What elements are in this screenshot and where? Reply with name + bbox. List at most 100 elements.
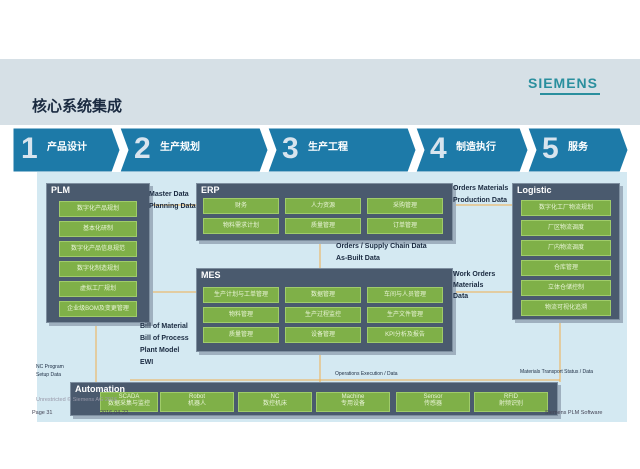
logo-underline — [540, 93, 600, 95]
erp-box: ERP 财务 人力资源 采购管理 物料需求计划 质量管理 订单管理 — [196, 183, 453, 241]
phase-label: 产品设计 — [47, 142, 87, 153]
logistic-item: 厂内物流调度 — [521, 240, 611, 256]
mes-item: 生产计划与工单管理 — [203, 287, 279, 303]
mes-item: 数据管理 — [285, 287, 361, 303]
phase-number: 2 — [134, 132, 151, 165]
automation-item-name: Robot — [188, 394, 205, 400]
erp-item: 物料需求计划 — [203, 218, 279, 234]
flow-data: Data — [453, 293, 469, 300]
plm-item: 数字化产品规划 — [59, 201, 137, 217]
flow-ewi: EWI — [140, 359, 154, 366]
flow-orders-supply: Orders / Supply Chain Data — [336, 243, 427, 250]
flow-master-data: Master Data — [149, 191, 189, 198]
phase-arrow-2: 2 生产规划 — [120, 128, 268, 172]
phase-label: 生产工程 — [308, 142, 348, 153]
erp-title: ERP — [201, 185, 220, 195]
automation-item-name: Machine — [341, 394, 365, 400]
plm-box: PLM 数字化产品规划 基本化研制 数字化产品信息规范 数字化制造规划 虚拟工厂… — [46, 183, 150, 323]
phase-number: 1 — [21, 132, 38, 165]
automation-item-sub: 机器人 — [187, 401, 206, 407]
phase-number: 5 — [542, 132, 559, 165]
flow-bill-of-material: Bill of Material — [140, 323, 188, 330]
phase-arrow-4: 4 制造执行 — [416, 128, 528, 172]
footer-page: Page 31 — [32, 410, 53, 416]
flow-as-built: As-Built Data — [336, 255, 380, 262]
erp-item: 订单管理 — [367, 218, 443, 234]
erp-item: 财务 — [203, 198, 279, 214]
phase-arrow-shape — [268, 128, 416, 172]
erp-item: 采购管理 — [367, 198, 443, 214]
header-band — [0, 59, 640, 125]
flow-mat-transport: Materials Transport Status / Data — [520, 369, 594, 375]
automation-item-name: Sensor — [423, 394, 443, 400]
logistic-item: 仓库管理 — [521, 260, 611, 276]
phase-label: 服务 — [568, 142, 588, 153]
mes-item: 物料管理 — [203, 307, 279, 323]
automation-item-name: RFID — [504, 394, 518, 400]
automation-item-sub: 数据采集与监控 — [107, 401, 150, 407]
flow-ops-exec: Operations Execution / Data — [335, 371, 398, 377]
footer-unrestricted: Unrestricted © Siemens AG 2016 — [36, 397, 118, 403]
logistic-item: 数字化工厂物流规划 — [521, 200, 611, 216]
mes-title: MES — [201, 270, 221, 280]
page-title: 核心系统集成 — [32, 98, 123, 115]
erp-item: 人力资源 — [285, 198, 361, 214]
phase-label: 制造执行 — [456, 142, 496, 153]
phase-arrow-3: 3 生产工程 — [268, 128, 416, 172]
plm-item: 虚拟工厂规划 — [59, 281, 137, 297]
plm-title: PLM — [51, 185, 70, 195]
footer-date: 2016-04-22 — [100, 410, 129, 416]
mes-box: MES 生产计划与工单管理 数据管理 车间与人员管理 物料管理 生产过程监控 生… — [196, 268, 453, 352]
automation-title: Automation — [75, 384, 125, 394]
phase-arrow-1: 1 产品设计 — [13, 128, 120, 172]
automation-item-name: SCADA — [118, 394, 140, 400]
mes-item: 生产过程监控 — [285, 307, 361, 323]
logistic-box: Logistic 数字化工厂物流规划 厂区物流调度 厂内物流调度 仓库管理 立体… — [512, 183, 620, 320]
phase-number: 3 — [282, 132, 299, 165]
phase-arrow-5: 5 服务 — [528, 128, 628, 172]
plm-item: 数字化制造规划 — [59, 261, 137, 277]
flow-orders-materials: Orders Materials — [453, 185, 509, 192]
phase-arrow-shape — [13, 128, 120, 172]
automation-item-sub: 专用设备 — [340, 401, 365, 407]
top-band — [0, 0, 640, 59]
mes-item: 生产文件管理 — [367, 307, 443, 323]
plm-item: 数字化产品信息规范 — [59, 241, 137, 257]
phase-arrow-shape — [416, 128, 528, 172]
footer-company: Siemens PLM Software — [545, 410, 603, 416]
flow-bill-of-process: Bill of Process — [140, 335, 189, 342]
flow-work-orders: Work Orders — [453, 271, 496, 278]
plm-item: 企业级BOM及变更管理 — [59, 301, 137, 317]
automation-item-sub: 传感器 — [423, 401, 442, 407]
flow-setup-data: Setup Data — [36, 372, 62, 378]
flow-plant-model: Plant Model — [140, 347, 180, 354]
mes-item: KPI分析及报告 — [367, 327, 443, 343]
logistic-item: 厂区物流调度 — [521, 220, 611, 236]
automation-item-sub: 数控机床 — [262, 401, 287, 407]
flow-planning-data: Planning Data — [149, 203, 196, 210]
logistic-title: Logistic — [517, 185, 552, 195]
flow-production-data: Production Data — [453, 197, 508, 204]
phase-arrow-shape — [528, 128, 628, 172]
phase-number: 4 — [430, 132, 447, 165]
phase-label: 生产规划 — [160, 142, 200, 153]
logistic-item: 物流可视化追溯 — [521, 300, 611, 316]
mes-item: 车间与人员管理 — [367, 287, 443, 303]
phase-arrow-shape — [120, 128, 268, 172]
flow-materials: Materials — [453, 282, 484, 289]
flow-nc-program: NC Program — [36, 364, 64, 370]
mes-item: 质量管理 — [203, 327, 279, 343]
logistic-item: 立体仓储控制 — [521, 280, 611, 296]
siemens-logo: SIEMENS — [527, 75, 598, 91]
automation-item-name: NC — [270, 394, 280, 400]
automation-item-sub: 射频识别 — [498, 401, 523, 407]
mes-item: 设备管理 — [285, 327, 361, 343]
plm-item: 基本化研制 — [59, 221, 137, 237]
